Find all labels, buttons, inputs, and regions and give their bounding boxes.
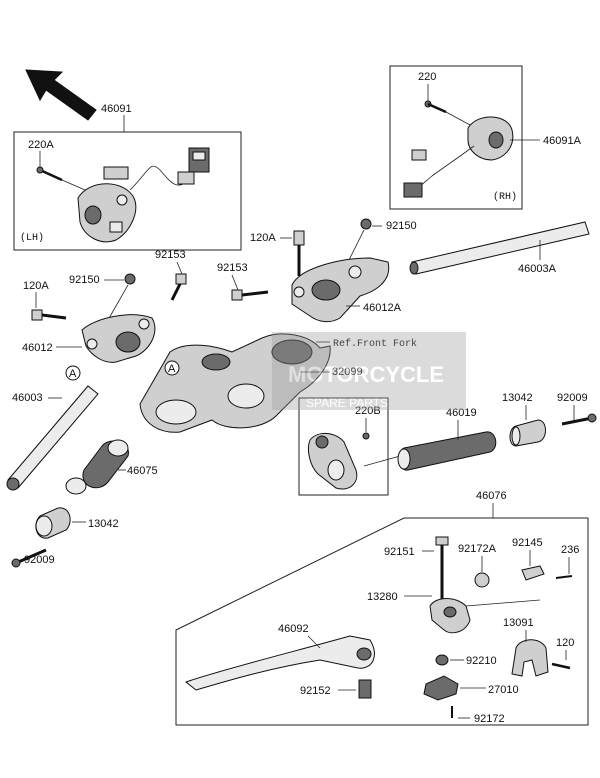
- label-92153-left: 92153: [155, 249, 186, 261]
- label-92150-top: 92150: [386, 220, 417, 232]
- label-120A-left: 120A: [23, 280, 49, 292]
- lh-marker: (LH): [20, 232, 44, 244]
- label-13091: 13091: [503, 617, 534, 629]
- label-46075: 46075: [127, 465, 158, 477]
- label-46012A: 46012A: [363, 302, 402, 314]
- label-220A-top: 220A: [28, 139, 54, 151]
- right-clamp-group: 92150 120A 92153 46012A 46003A: [217, 218, 590, 323]
- label-46091A: 46091A: [543, 135, 582, 147]
- label-32099: 32099: [332, 366, 363, 378]
- ref-a-left: A: [69, 368, 77, 380]
- label-92009-left: 92009: [24, 554, 55, 566]
- center-bracket-group: A Ref.Front Fork 32099: [139, 333, 417, 433]
- label-236: 236: [561, 544, 579, 556]
- label-46092: 46092: [278, 623, 309, 635]
- lh-switch-box: [13, 131, 242, 251]
- label-120A-top: 120A: [250, 232, 276, 244]
- handlebar-46003A: [411, 221, 590, 275]
- lh-switch-group: 46091 220A (LH): [13, 103, 242, 251]
- throttle-box: [298, 397, 389, 496]
- watermark: MOTORCYCLE SPARE PARTS: [272, 332, 466, 410]
- watermark-line2: SPARE PARTS: [306, 396, 388, 410]
- label-92145: 92145: [512, 537, 543, 549]
- clamp-13091: [511, 639, 549, 677]
- label-13280: 13280: [367, 591, 398, 603]
- left-clamp-group: 92150 92153 120A 46012 A 46003 46075: [6, 249, 187, 568]
- clutch-lever-box: [175, 517, 589, 726]
- throttle-group: 220B 46019 13042 92009: [298, 392, 597, 496]
- label-92009-right: 92009: [557, 392, 588, 404]
- watermark-line1: MOTORCYCLE: [288, 362, 444, 387]
- label-27010: 27010: [488, 684, 519, 696]
- clutch-lever-46092: [184, 635, 375, 691]
- label-92172: 92172: [474, 713, 505, 725]
- rh-switch-group: 220 46091A (RH): [389, 65, 582, 210]
- label-46003A: 46003A: [518, 263, 557, 275]
- front-direction-arrow-icon: [25, 69, 97, 121]
- label-92151: 92151: [384, 546, 415, 558]
- label-46091: 46091: [101, 103, 132, 115]
- rh-switch-box: [389, 65, 523, 210]
- label-46012: 46012: [22, 342, 53, 354]
- switch-27010: [423, 675, 459, 701]
- label-120: 120: [556, 637, 574, 649]
- label-92150-left: 92150: [69, 274, 100, 286]
- label-13042-left: 13042: [88, 518, 119, 530]
- label-92210: 92210: [466, 655, 497, 667]
- label-13042-right: 13042: [502, 392, 533, 404]
- label-46003: 46003: [12, 392, 43, 404]
- label-220B: 220B: [355, 405, 381, 417]
- ref-front-fork: Ref.Front Fork: [333, 338, 417, 350]
- clutch-lever-group: 46076 92151 92172A 92145 236 13280 46092…: [175, 490, 589, 726]
- label-92153-top: 92153: [217, 262, 248, 274]
- label-46076: 46076: [476, 490, 507, 502]
- ref-a-center: A: [168, 363, 176, 375]
- label-92152: 92152: [300, 685, 331, 697]
- grip-46019: [398, 431, 497, 471]
- label-46019: 46019: [446, 407, 477, 419]
- rh-marker: (RH): [493, 191, 517, 203]
- label-92172A: 92172A: [458, 543, 497, 555]
- label-220: 220: [418, 71, 436, 83]
